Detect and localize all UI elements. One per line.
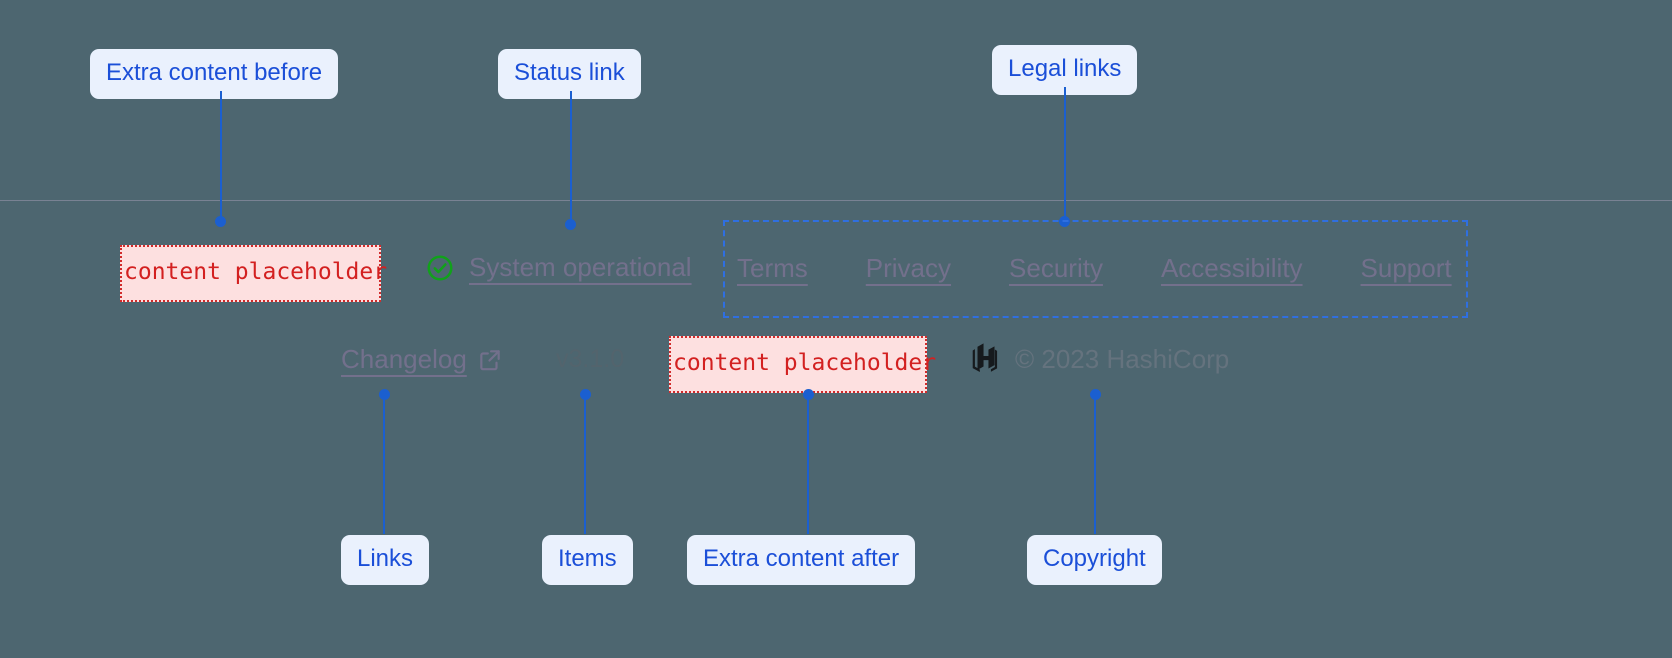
legal-links-region: [723, 220, 1468, 318]
callout-extra-content-before: Extra content before: [90, 49, 339, 99]
legal-link-accessibility[interactable]: Accessibility: [1160, 253, 1303, 283]
leader-line-status-link: [570, 91, 572, 224]
leader-line-links: [383, 394, 385, 534]
status-link-label: System operational: [469, 252, 692, 282]
leader-dot-extra-content-before: [215, 216, 226, 227]
leader-dot-status-link: [565, 219, 576, 230]
callout-status-link: Status link: [498, 49, 641, 99]
status-link[interactable]: System operational: [425, 252, 692, 283]
version-label: v3.1.0: [556, 345, 625, 373]
hashicorp-logo: [971, 343, 1001, 375]
leader-line-extra-content-after: [807, 394, 809, 534]
copyright-label: © 2023 HashiCorp: [1015, 343, 1230, 374]
footer-band-divider: [0, 200, 1672, 201]
callout-links: Links: [341, 535, 430, 585]
extra-content-after-placeholder: content placeholder: [669, 336, 936, 393]
leader-line-items: [584, 394, 586, 534]
leader-line-legal-links: [1064, 87, 1066, 222]
legal-link-terms[interactable]: Terms: [737, 253, 808, 283]
callout-legal-links: Legal links: [992, 45, 1138, 95]
extra-content-before-placeholder: content placeholder: [120, 245, 387, 302]
legal-link-support[interactable]: Support: [1360, 253, 1452, 283]
version-item: v3.1.0: [556, 345, 624, 374]
legal-link-security[interactable]: Security: [1009, 253, 1103, 283]
leader-line-extra-content-before: [220, 91, 222, 221]
check-circle-icon: [425, 253, 455, 283]
legal-link-privacy[interactable]: Privacy: [865, 253, 952, 283]
external-link-icon: [477, 347, 503, 373]
changelog-link[interactable]: Changelog: [341, 344, 503, 375]
leader-line-copyright: [1094, 394, 1096, 534]
changelog-link-label: Changelog: [341, 344, 467, 374]
callout-copyright: Copyright: [1027, 535, 1162, 585]
callout-extra-content-after: Extra content after: [687, 535, 916, 585]
legal-links-list: Terms Privacy Security Accessibility Sup…: [737, 253, 1457, 284]
copyright-group: © 2023 HashiCorp: [971, 343, 1229, 375]
callout-items: Items: [542, 535, 633, 585]
